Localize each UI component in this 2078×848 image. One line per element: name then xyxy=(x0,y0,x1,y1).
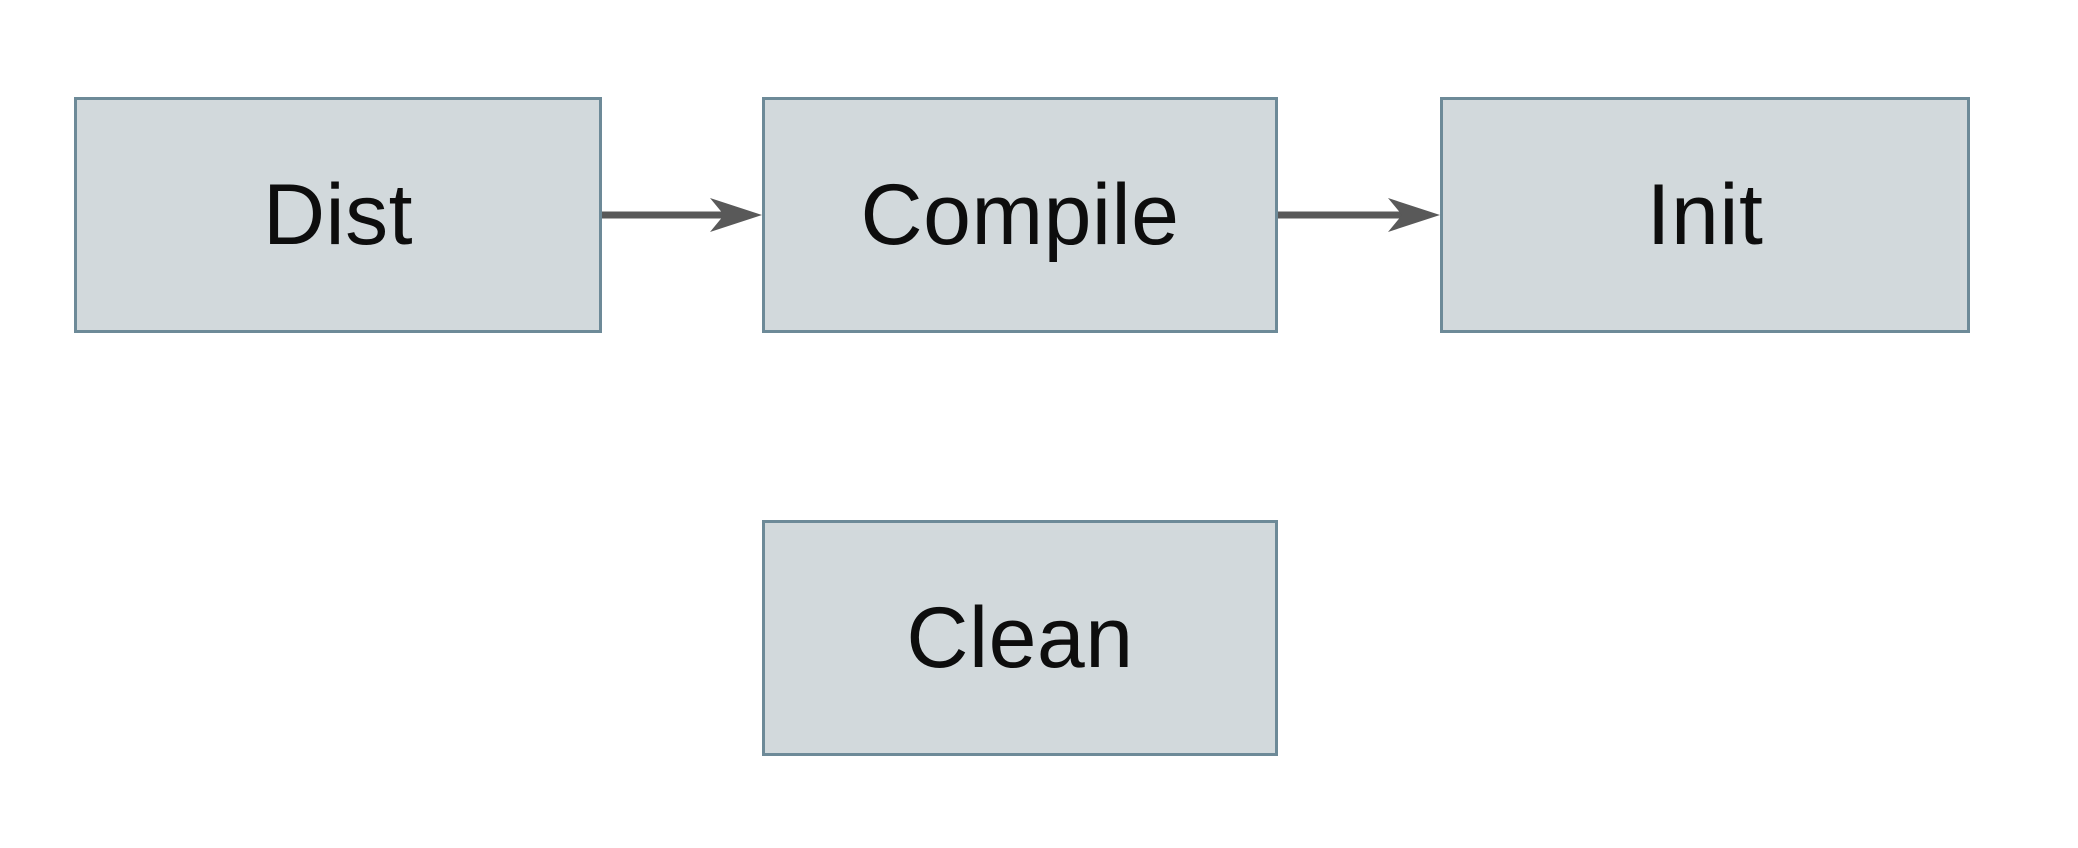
arrow-dist-to-compile-icon xyxy=(602,198,762,232)
node-init-label: Init xyxy=(1646,167,1764,263)
node-clean-label: Clean xyxy=(906,590,1134,686)
node-compile-label: Compile xyxy=(860,167,1180,263)
node-dist[interactable]: Dist xyxy=(74,97,602,333)
node-compile[interactable]: Compile xyxy=(762,97,1278,333)
arrow-head-icon xyxy=(710,198,762,232)
arrow-head-icon xyxy=(1388,198,1440,232)
node-dist-label: Dist xyxy=(262,167,414,263)
arrow-compile-to-init-icon xyxy=(1278,198,1440,232)
node-init[interactable]: Init xyxy=(1440,97,1970,333)
node-clean[interactable]: Clean xyxy=(762,520,1278,756)
